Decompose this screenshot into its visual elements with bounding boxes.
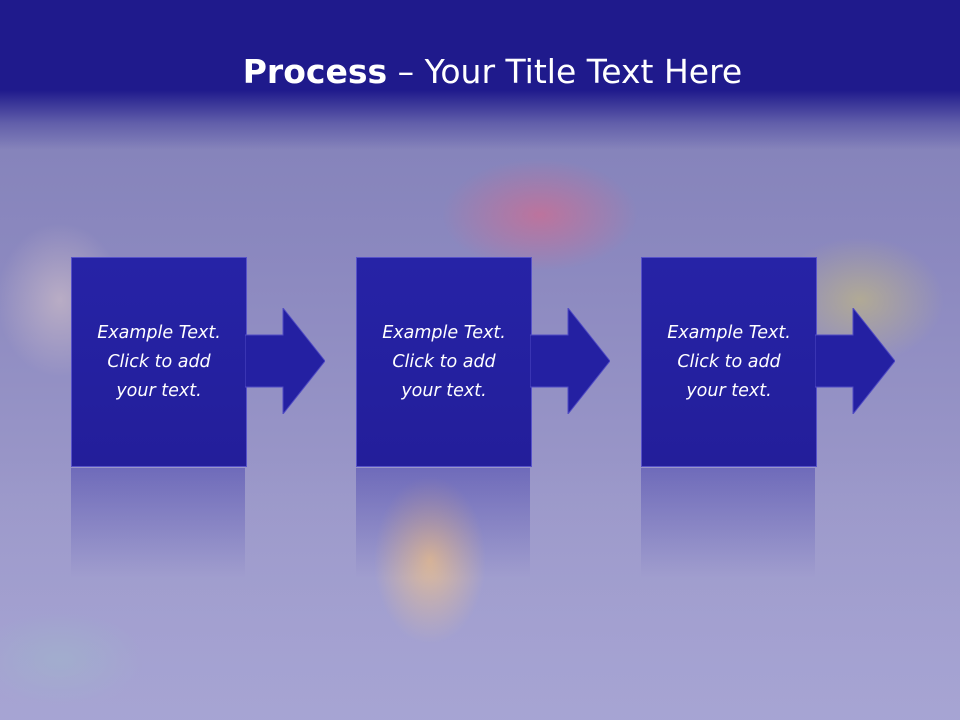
step-text: Example Text. Click to add your text.	[364, 319, 524, 406]
step-text-line-2: Click to add	[107, 351, 211, 372]
step-text: Example Text. Click to add your text.	[79, 319, 239, 406]
step-reflection	[641, 468, 815, 578]
title-rest: – Your Title Text Here	[387, 52, 743, 91]
right-arrow-icon	[530, 308, 610, 414]
step-text-line-1: Example Text.	[97, 322, 221, 343]
step-text-line-3: your text.	[116, 380, 202, 401]
slide-title[interactable]: Process – Your Title Text Here	[0, 52, 960, 91]
process-step-3: Example Text. Click to add your text.	[641, 257, 895, 578]
right-arrow-icon	[245, 308, 325, 414]
header-band	[0, 0, 960, 150]
step-text-line-3: your text.	[686, 380, 772, 401]
step-text-box[interactable]: Example Text. Click to add your text.	[641, 257, 817, 467]
step-text: Example Text. Click to add your text.	[649, 319, 809, 406]
step-text-box[interactable]: Example Text. Click to add your text.	[71, 257, 247, 467]
step-text-line-1: Example Text.	[382, 322, 506, 343]
step-reflection	[356, 468, 530, 578]
right-arrow-icon	[815, 308, 895, 414]
bottom-fade	[0, 460, 960, 720]
process-step-2: Example Text. Click to add your text.	[356, 257, 610, 578]
step-text-line-3: your text.	[401, 380, 487, 401]
step-text-box[interactable]: Example Text. Click to add your text.	[356, 257, 532, 467]
step-text-line-2: Click to add	[392, 351, 496, 372]
process-step-1: Example Text. Click to add your text.	[71, 257, 325, 578]
step-text-line-2: Click to add	[677, 351, 781, 372]
step-reflection	[71, 468, 245, 578]
title-bold: Process	[242, 52, 388, 91]
step-text-line-1: Example Text.	[667, 322, 791, 343]
